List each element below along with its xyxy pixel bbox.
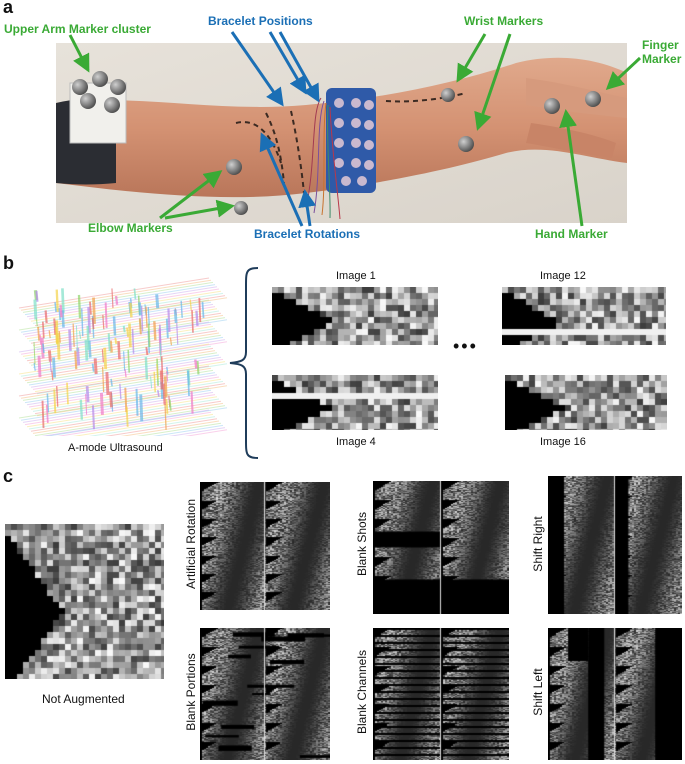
ultrasound-volume-caption: A-mode Ultrasound	[68, 442, 163, 454]
artificial-rotation-image	[200, 482, 330, 610]
blank-shots-image	[373, 481, 509, 614]
annotation-arrows	[68, 31, 642, 227]
blank-shots-caption: Blank Shots	[355, 511, 369, 577]
shift-right-image	[548, 476, 682, 614]
arrow-finger	[605, 56, 642, 91]
blank-portions-image	[200, 628, 330, 760]
arrow-bracelet-rot-2	[298, 189, 317, 227]
blank-channels-caption: Blank Channels	[355, 649, 369, 735]
arrow-wrist-2	[474, 33, 512, 131]
blank-portions-caption: Blank Portions	[184, 653, 198, 731]
label-wrist-markers: Wrist Markers	[464, 14, 544, 28]
arrow-bracelet-rot-1	[259, 132, 304, 227]
blank-channels-image	[373, 628, 509, 760]
arrow-bracelet-pos-2	[268, 31, 307, 95]
label-hand-marker: Hand Marker	[535, 227, 608, 241]
panel-c-letter: c	[3, 466, 14, 486]
ultrasound-image-4	[272, 375, 438, 430]
ultrasound-image-16	[505, 375, 667, 430]
image-1-label: Image 1	[336, 270, 376, 282]
panel-a-letter: a	[3, 0, 14, 17]
label-elbow-markers: Elbow Markers	[88, 221, 173, 235]
ultrasound-image-12	[502, 287, 666, 345]
not-augmented-caption: Not Augmented	[42, 692, 125, 706]
arm-photo	[56, 43, 627, 223]
image-12-label: Image 12	[540, 270, 586, 282]
shift-left-caption: Shift Left	[531, 668, 545, 716]
artificial-rotation-caption: Artificial Rotation	[184, 498, 198, 590]
bracket	[229, 267, 259, 459]
arrow-upper-arm	[68, 34, 90, 73]
image-16-label: Image 16	[540, 436, 586, 448]
arrow-elbow-2	[164, 199, 235, 220]
panel-b-letter: b	[3, 253, 14, 273]
arrow-wrist-1	[456, 33, 487, 83]
label-finger-marker-line2: Marker	[642, 52, 682, 66]
arrow-bracelet-pos-3	[278, 31, 320, 103]
arrow-elbow-1	[159, 170, 223, 220]
arrow-bracelet-pos-1	[230, 31, 284, 107]
label-upper-arm-marker-cluster: Upper Arm Marker cluster	[4, 22, 151, 36]
label-bracelet-rotations: Bracelet Rotations	[254, 227, 361, 241]
ultrasound-volume	[14, 268, 242, 461]
arrow-hand	[559, 109, 584, 227]
image-4-label: Image 4	[336, 436, 376, 448]
shift-left-image	[548, 628, 682, 760]
ultrasound-image-1	[272, 287, 438, 345]
shift-right-caption: Shift Right	[531, 516, 545, 572]
label-finger-marker-line1: Finger	[642, 38, 679, 52]
not-augmented-image	[5, 524, 164, 679]
ellipsis: •••	[453, 336, 478, 356]
label-bracelet-positions: Bracelet Positions	[208, 14, 313, 28]
